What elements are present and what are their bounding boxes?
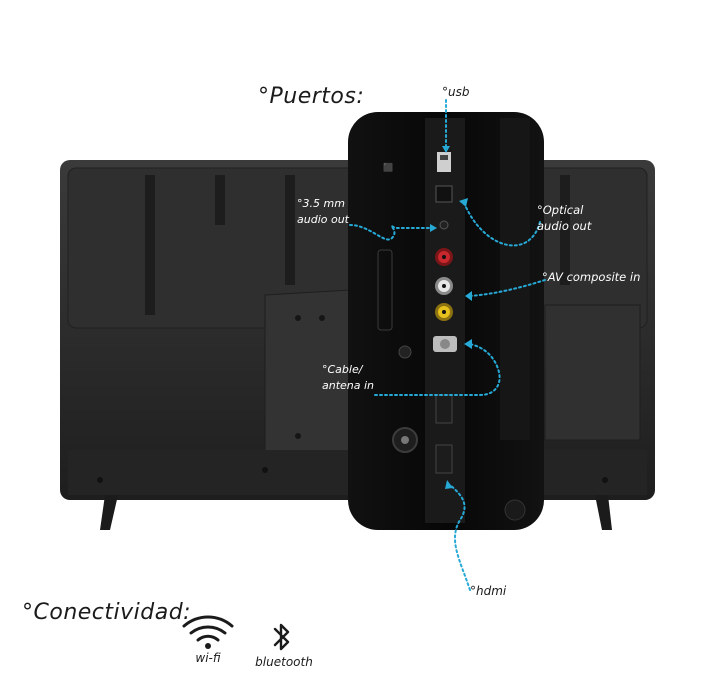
dotted-arrows	[349, 99, 546, 591]
label-optical-line2: audio out	[537, 219, 592, 233]
label-cable-line1: °Cable/	[322, 363, 363, 376]
label-av-composite: °AV composite in	[542, 270, 641, 284]
label-3-5mm-line2: audio out	[297, 213, 349, 226]
label-3-5mm-line1: °3.5 mm	[297, 197, 345, 210]
ports-heading: °Puertos:	[258, 84, 365, 109]
bluetooth-label: bluetooth	[255, 655, 313, 669]
svg-text:⬛: ⬛	[383, 162, 393, 172]
label-hdmi: °hdmi	[470, 584, 507, 598]
arrow-3-5mm	[349, 224, 433, 241]
arrow-cable	[374, 343, 501, 396]
arrow-hdmi	[449, 484, 471, 591]
wifi-label: wi-fi	[195, 651, 221, 665]
tv-stand-legs	[100, 495, 612, 530]
wifi-icon	[178, 612, 238, 652]
arrow-av	[469, 279, 546, 297]
bluetooth-icon	[272, 620, 292, 654]
label-cable-line2: antena in	[322, 379, 375, 392]
label-optical-line1: °Optical	[537, 203, 584, 217]
arrow-heads	[430, 146, 472, 489]
port-panel: ⬛	[348, 112, 544, 530]
label-usb: °usb	[442, 85, 470, 99]
arrow-optical	[464, 204, 541, 247]
connectivity-heading: °Conectividad:	[22, 600, 192, 625]
